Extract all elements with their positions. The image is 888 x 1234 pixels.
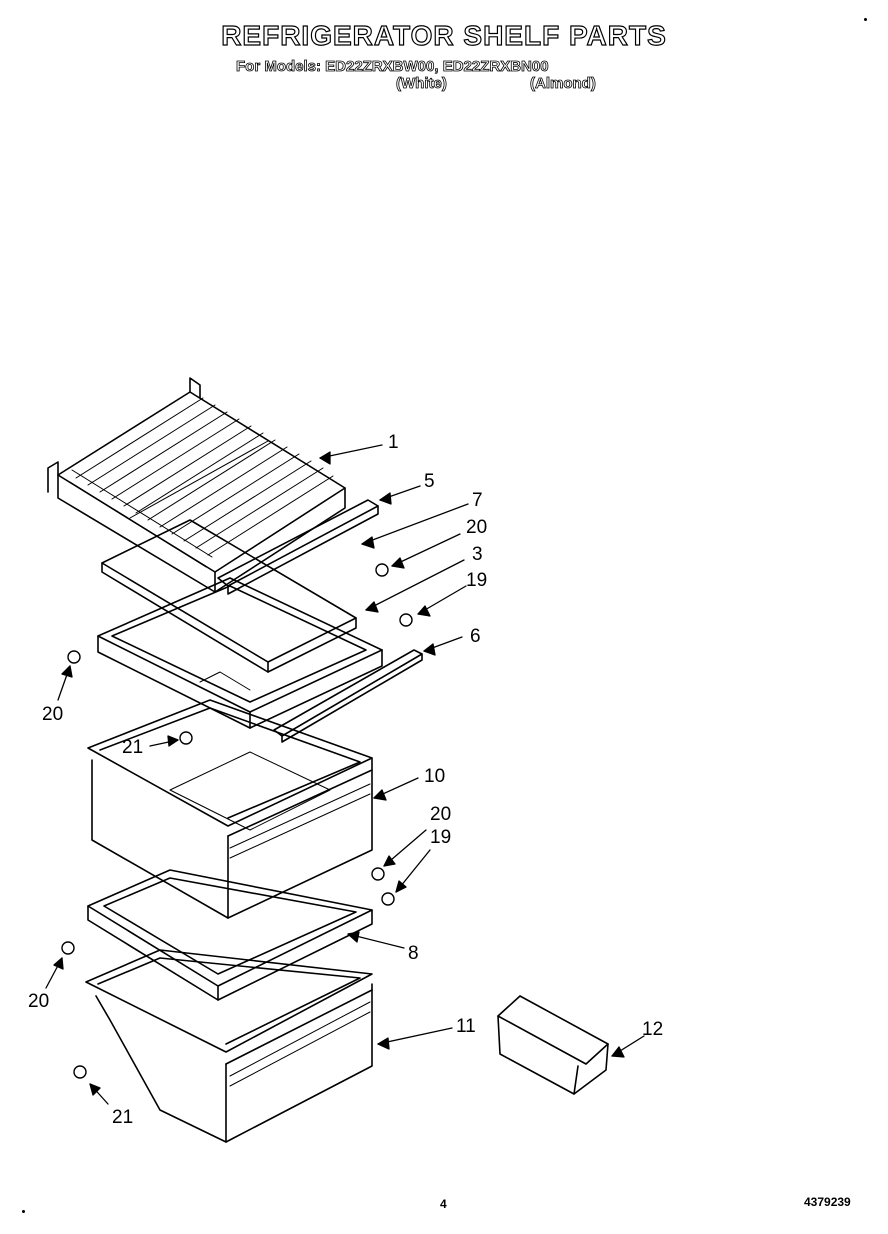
small-bin	[498, 996, 608, 1094]
page-number: 4	[440, 1197, 447, 1211]
variant-almond: (Almond)	[530, 75, 597, 93]
variant-white: (White)	[396, 75, 448, 93]
glass-shelf	[102, 520, 356, 672]
page-title: REFRIGERATOR SHELF PARTS	[221, 19, 667, 51]
shelf-front-trim	[218, 500, 378, 594]
callout-21: 21	[112, 1107, 134, 1128]
callout-21: 21	[122, 737, 144, 758]
callout-7: 7	[472, 490, 483, 511]
callout-5: 5	[424, 471, 435, 492]
callout-8: 8	[408, 943, 419, 964]
callout-20: 20	[466, 517, 488, 538]
models-line: For Models: ED22ZRXBW00, ED22ZRXBN00	[236, 58, 549, 76]
fasteners	[62, 564, 412, 1078]
callout-20: 20	[42, 704, 64, 725]
registration-mark	[22, 1210, 25, 1213]
lower-crisper-cover	[88, 870, 372, 1000]
upper-crisper-drawer	[88, 700, 372, 918]
callout-20: 20	[28, 991, 50, 1012]
registration-mark	[864, 18, 867, 21]
rear-trim-strip	[274, 650, 422, 742]
leader-lines	[46, 445, 644, 1104]
crisper-cover-frame	[98, 578, 382, 728]
callout-11: 11	[456, 1016, 476, 1037]
callout-3: 3	[472, 544, 483, 565]
callout-12: 12	[642, 1019, 664, 1040]
part-number: 4379239	[804, 1195, 851, 1209]
lower-crisper-drawer	[86, 950, 372, 1142]
callout-19: 19	[466, 570, 488, 591]
callout-6: 6	[470, 626, 481, 647]
callout-20: 20	[430, 804, 452, 825]
callout-10: 10	[424, 766, 446, 787]
callout-1: 1	[388, 432, 399, 453]
callout-19: 19	[430, 827, 452, 848]
wire-shelf	[48, 378, 345, 592]
